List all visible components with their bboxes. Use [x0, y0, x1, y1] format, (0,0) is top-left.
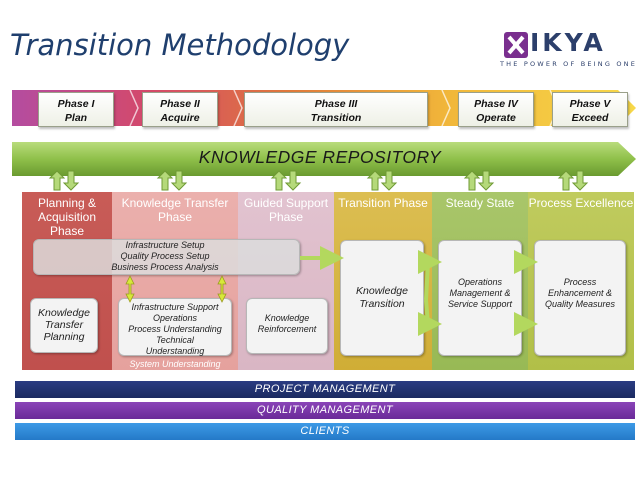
transition-label: Knowledge Transition	[356, 285, 408, 310]
phase-3-number: Phase III	[314, 98, 358, 110]
setup-box	[33, 239, 300, 275]
phase-4-name: Operate	[476, 112, 516, 124]
kt-support-line-1: Infrastructure Support	[131, 302, 219, 312]
phase-5-name: Exceed	[571, 112, 609, 124]
phase-4-number: Phase IV	[474, 98, 518, 110]
logo-name: IKYA	[530, 28, 606, 57]
column-title-planning: Planning & Acquisition Phase	[37, 196, 97, 238]
reinforcement-box: Knowledge Reinforcement	[246, 298, 328, 354]
page-title: Transition Methodology	[10, 28, 350, 62]
quality-management-band: QUALITY MANAGEMENT	[15, 402, 635, 419]
phase-2-box: Phase II Acquire	[142, 92, 218, 127]
column-title-process-excellence: Process Excellence	[528, 196, 634, 210]
kt-support-box: Infrastructure Support Operations Proces…	[118, 298, 232, 356]
knowledge-repository-label: KNOWLEDGE REPOSITORY	[198, 147, 442, 167]
phase-1-number: Phase I	[57, 98, 95, 110]
phase-4-box: Phase IV Operate	[458, 92, 534, 127]
phase-5-box: Phase V Exceed	[552, 92, 628, 127]
setup-line-3: Business Process Analysis	[111, 262, 219, 272]
project-management-band: PROJECT MANAGEMENT	[15, 381, 635, 398]
phase-2-number: Phase II	[160, 98, 200, 110]
operations-box: Operations Management & Service Support	[438, 240, 522, 356]
phase-5-number: Phase V	[569, 98, 611, 110]
phase-3-box: Phase III Transition	[244, 92, 428, 127]
kt-support-line-2: Operations	[152, 313, 198, 323]
phase-2-name: Acquire	[160, 112, 200, 124]
phase-1-name: Plan	[64, 112, 88, 124]
knowledge-repository-arrow	[12, 142, 636, 176]
excellence-box: Process Enhancement & Quality Measures	[534, 240, 626, 356]
transition-box: Knowledge Transition	[340, 240, 424, 356]
ikya-logo-icon	[504, 32, 528, 58]
setup-line-2: Quality Process Setup	[120, 251, 210, 261]
repository-arrows	[48, 170, 589, 191]
column-title-transition: Transition Phase	[338, 196, 428, 210]
column-title-knowledge-transfer: Knowledge Transfer Phase	[121, 196, 229, 224]
setup-line-1: Infrastructure Setup	[125, 240, 205, 250]
reinforcement-label: Knowledge Reinforcement	[257, 313, 317, 334]
planning-label: Knowledge Transfer Planning	[38, 307, 90, 343]
kt-support-line-3: Process Understanding	[128, 324, 222, 334]
system-understanding-label: System Understanding	[129, 359, 221, 369]
clients-band: CLIENTS	[15, 423, 635, 440]
column-title-guided-support: Guided Support Phase	[243, 196, 329, 224]
phase-3-name: Transition	[310, 112, 362, 124]
kt-support-line-4: Technical Understanding	[145, 335, 205, 356]
excellence-label: Process Enhancement & Quality Measures	[544, 277, 616, 309]
column-title-steady-state: Steady State	[445, 196, 515, 210]
logo-tagline: THE POWER OF BEING ONE	[500, 60, 638, 68]
operations-label: Operations Management & Service Support	[447, 277, 513, 309]
planning-box: Knowledge Transfer Planning	[30, 298, 98, 353]
phase-1-box: Phase I Plan	[38, 92, 114, 127]
